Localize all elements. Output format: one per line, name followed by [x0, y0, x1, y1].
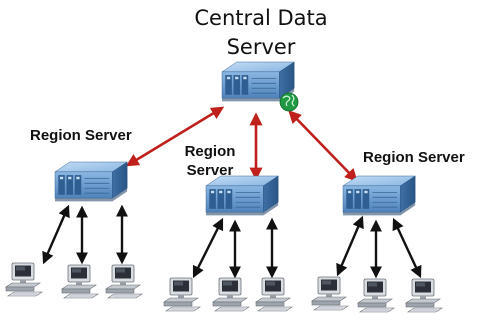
- client-group-right: [311, 276, 443, 313]
- central-server-label-line2: Server: [226, 35, 296, 59]
- desktop-computer-icon: [255, 277, 293, 312]
- desktop-computer-icon: [105, 264, 143, 299]
- server-links: [125, 106, 358, 182]
- desktop-computer-icon: [61, 264, 99, 299]
- region-server-middle-label-line1: Region: [184, 143, 236, 160]
- central-server: [221, 61, 299, 112]
- region-server-right: [342, 175, 416, 216]
- desktop-computer-icon: [311, 276, 349, 311]
- client-group-left: [5, 262, 143, 299]
- link-central-right-region: [288, 110, 358, 182]
- region-server-right-label: Region Server: [363, 149, 465, 166]
- link-right-client-1: [336, 215, 364, 277]
- client-group-middle: [163, 277, 293, 312]
- region-server-middle: [205, 175, 279, 216]
- link-central-left-region: [125, 106, 225, 167]
- desktop-computer-icon: [212, 277, 250, 312]
- desktop-computer-icon: [5, 262, 43, 297]
- central-server-label-line1: Central Data: [194, 6, 328, 30]
- link-middle-client-1: [192, 217, 224, 279]
- desktop-computer-icon: [357, 278, 395, 313]
- region-server-left: [54, 161, 128, 202]
- globe-icon: [279, 92, 299, 112]
- link-left-client-1: [42, 204, 70, 265]
- region-server-middle-label-line2: Server: [186, 162, 234, 179]
- region-server-middle-icon: [205, 175, 279, 216]
- client-links: [42, 204, 422, 279]
- link-right-client-3: [392, 217, 422, 279]
- region-server-right-icon: [342, 175, 416, 216]
- region-server-left-label: Region Server: [30, 127, 132, 144]
- desktop-computer-icon: [405, 278, 443, 313]
- region-server-left-icon: [54, 161, 128, 202]
- desktop-computer-icon: [163, 277, 201, 312]
